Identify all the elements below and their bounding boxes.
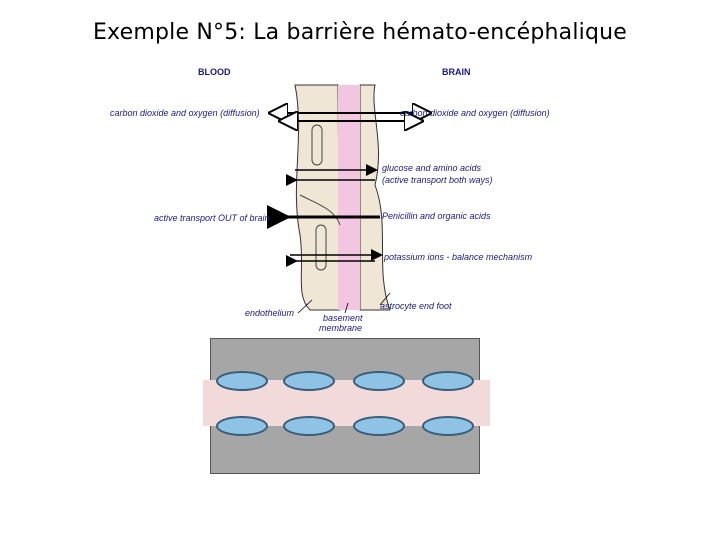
cell-bottom-4 (422, 416, 474, 436)
basement-membrane-shape (338, 85, 360, 310)
label-potassium: potassium ions - balance mechanism (384, 252, 533, 262)
label-basement-1: basement (323, 313, 363, 323)
cell-top-1 (216, 371, 268, 391)
label-penicillin: Penicillin and organic acids (382, 211, 491, 221)
label-glucose-1: glucose and amino acids (382, 163, 482, 173)
tissue-shape (359, 84, 391, 311)
label-basement-2: membrane (319, 323, 363, 333)
page-title: Exemple N°5: La barrière hémato-encéphal… (92, 20, 628, 45)
label-active-out: active transport OUT of brain (154, 213, 270, 223)
label-co2-o2-left: carbon dioxide and oxygen (diffusion) (110, 108, 260, 118)
label-endothelium: endothelium (245, 308, 295, 318)
blood-label: BLOOD (198, 67, 231, 77)
cell-top-4 (422, 371, 474, 391)
brain-label: BRAIN (442, 67, 471, 77)
cell-bottom-2 (283, 416, 335, 436)
cell-bottom-3 (353, 416, 405, 436)
cell-top-3 (353, 371, 405, 391)
bbb-diagram: BLOOD BRAIN carbon dioxide and oxygen (d… (90, 55, 570, 340)
bbb-illustration (267, 84, 570, 314)
cell-top-2 (283, 371, 335, 391)
label-co2-o2-right: carbon dioxide and oxygen (diffusion) (400, 108, 550, 118)
cell-bottom-1 (216, 416, 268, 436)
label-astrocyte: astrocyte end foot (380, 301, 452, 311)
endothelium-shape (294, 84, 341, 311)
label-glucose-2: (active transport both ways) (382, 175, 493, 185)
